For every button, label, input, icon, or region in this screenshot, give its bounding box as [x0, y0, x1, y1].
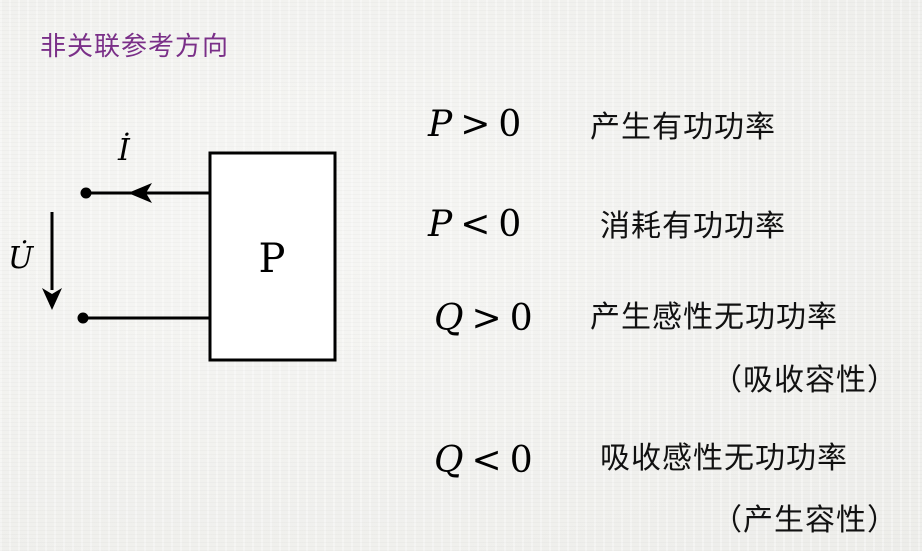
- page-title: 非关联参考方向: [40, 32, 230, 62]
- condition-1-desc: 产生有功功率: [590, 110, 776, 145]
- current-symbol: İ: [117, 132, 131, 168]
- voltage-symbol: U̇: [8, 241, 35, 276]
- condition-4-note: （产生容性）: [712, 503, 898, 538]
- condition-4-math: Q<0: [434, 440, 533, 481]
- condition-3-math: Q>0: [434, 298, 533, 339]
- bottom-terminal: [77, 312, 89, 324]
- load-box: [208, 151, 337, 362]
- condition-2-desc: 消耗有功功率: [600, 209, 786, 244]
- condition-4-desc: 吸收感性无功功率: [600, 441, 848, 476]
- condition-2-math: P<0: [428, 204, 522, 245]
- condition-3-desc: 产生感性无功功率: [590, 300, 838, 335]
- condition-1-math: P>0: [428, 104, 522, 145]
- current-arrow-icon: [128, 183, 152, 203]
- load-box-label: P: [259, 236, 286, 282]
- voltage-arrow-icon: [42, 288, 62, 310]
- top-terminal: [80, 187, 92, 199]
- condition-3-note: （吸收容性）: [712, 363, 898, 398]
